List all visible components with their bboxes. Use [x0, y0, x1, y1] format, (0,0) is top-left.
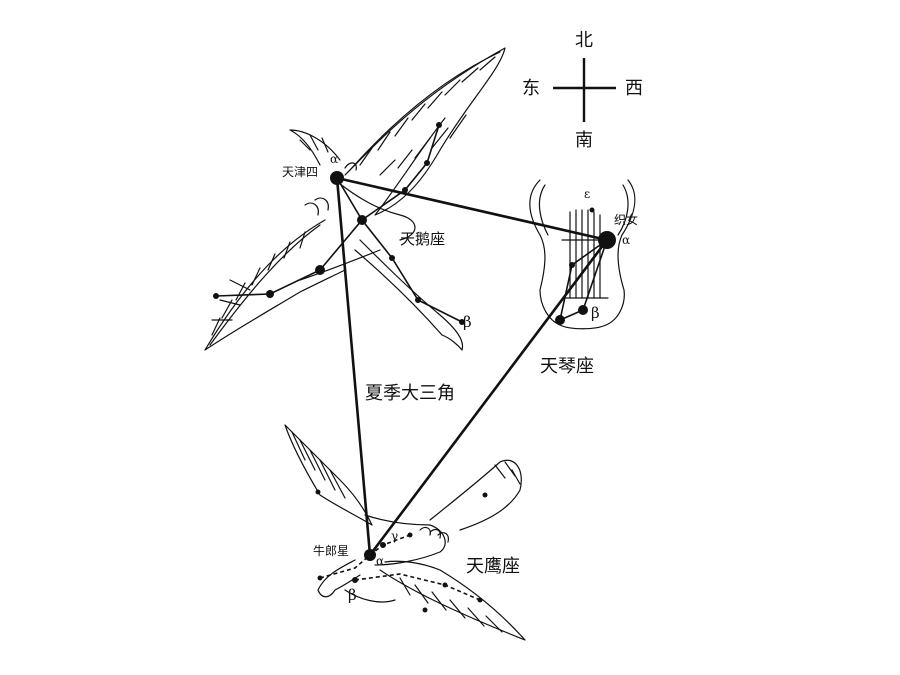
star-cygnus-wing-3 [213, 293, 219, 299]
lyra-name: 天琴座 [540, 356, 594, 377]
swan-left-upper-wing [289, 129, 341, 166]
vega-alpha-symbol: α [622, 233, 631, 247]
lyra-epsilon-symbol: ε [584, 187, 591, 201]
star-aquila-6 [482, 492, 488, 498]
star-aquila-beta [352, 577, 358, 583]
star-lyra-epsilon [589, 207, 595, 213]
triangle-vega-altair [368, 239, 609, 556]
compass-east-label: 东 [522, 78, 540, 99]
compass-north-label: 北 [575, 30, 593, 51]
vega-star-name: 织女 [614, 213, 639, 227]
star-altair [364, 549, 376, 561]
cygnus-name: 天鹅座 [400, 230, 446, 248]
star-aquila-4 [477, 597, 483, 603]
star-lyra-gamma [555, 315, 565, 325]
aquila-beta-symbol: β [348, 586, 357, 604]
swan-neck [354, 239, 464, 351]
lyre-left-arm [529, 179, 561, 326]
triangle-deneb-altair [335, 177, 372, 556]
star-cygnus-2 [415, 297, 421, 303]
summer-triangle-lines [335, 176, 609, 556]
compass-west-label: 西 [625, 78, 643, 99]
aquila-name: 天鹰座 [466, 556, 520, 577]
star-cygnus-gamma [357, 215, 367, 225]
eagle-head [317, 559, 361, 598]
star-lyra-beta [578, 305, 588, 315]
star-cygnus-upper-3 [436, 122, 442, 128]
eagle-lower-wing [379, 560, 526, 641]
altair-alpha-symbol: α [376, 554, 385, 568]
compass-south-label: 南 [575, 130, 593, 151]
cygnus-swan-illustration [204, 47, 506, 351]
star-cygnus-upper-1 [402, 187, 408, 193]
deneb-star-name: 天津四 [282, 165, 319, 179]
star-cygnus-wing-2 [266, 290, 274, 298]
cygnus-beta-symbol: β [463, 313, 472, 331]
star-aquila-5 [422, 607, 428, 613]
star-aquila-7 [315, 489, 321, 495]
stars [213, 122, 616, 613]
star-aquila-gamma [380, 542, 386, 548]
lyre-right-arm [605, 179, 636, 326]
aquila-eagle-illustration [284, 424, 526, 641]
swan-left-wing [204, 219, 346, 351]
star-aquila-2 [407, 532, 413, 538]
star-cygnus-beta [459, 319, 465, 325]
star-aquila-1 [317, 575, 323, 581]
lyra-lyre-illustration [529, 179, 636, 330]
star-vega [598, 231, 616, 249]
star-cygnus-wing-1 [315, 265, 325, 275]
lyra-beta-symbol: β [591, 304, 600, 322]
star-lyra-zeta [569, 262, 575, 268]
star-cygnus-upper-2 [424, 160, 430, 166]
triangle-deneb-vega [336, 176, 608, 242]
aquila-gamma-symbol: γ [391, 529, 399, 543]
star-aquila-3 [442, 582, 448, 588]
deneb-alpha-symbol: α [330, 152, 339, 166]
swan-body [334, 179, 416, 241]
star-cygnus-1 [389, 255, 395, 261]
star-deneb [330, 171, 344, 185]
lyre-base [559, 324, 607, 330]
eagle-right-wing [429, 459, 522, 531]
summer-triangle-title: 夏季大三角 [365, 383, 455, 404]
altair-star-name: 牛郎星 [313, 544, 350, 558]
swan-right-wing [344, 47, 506, 216]
compass-cross [553, 58, 616, 122]
